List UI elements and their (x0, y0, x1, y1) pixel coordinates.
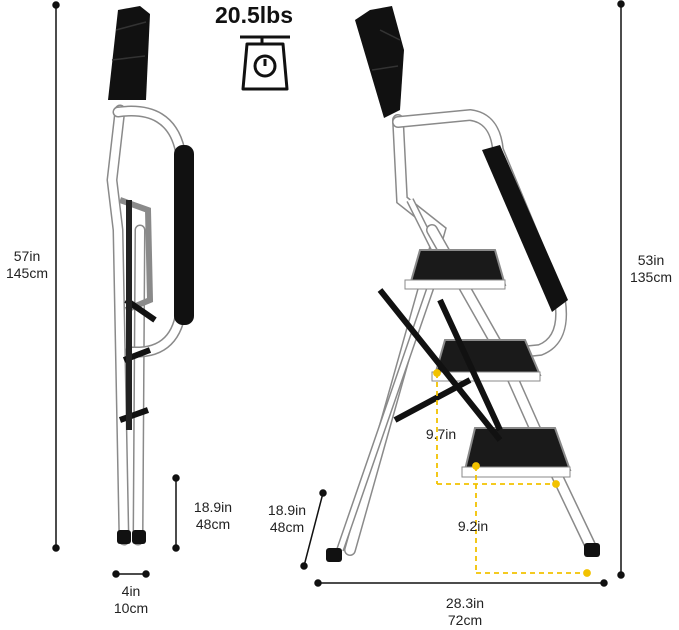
open-step-bottom (463, 427, 572, 471)
open-tool-bag (355, 6, 404, 118)
weight-label: 20.5lbs (215, 2, 293, 28)
folded-depth-cm: 10cm (113, 600, 149, 616)
step-dimension-lines (433, 369, 591, 577)
open-step-middle (433, 339, 542, 376)
folded-depth-label: 4in 10cm (106, 583, 156, 617)
open-height-label: 53in 135cm (624, 252, 678, 286)
open-grip (482, 145, 568, 312)
folded-foot (117, 530, 131, 544)
open-step-rise-label: 9.7in (425, 426, 457, 442)
folded-first-step-in: 18.9in (193, 499, 233, 515)
open-first-step-cm: 48cm (269, 519, 305, 535)
open-first-step-in: 18.9in (267, 502, 307, 518)
open-first-step-label: 18.9in 48cm (262, 502, 312, 536)
folded-first-step-label: 18.9in 48cm (186, 499, 240, 533)
folded-ladder (106, 6, 194, 546)
folded-height-cm: 145cm (5, 265, 49, 281)
open-ladder (326, 6, 600, 562)
open-step-depth-label: 9.2in (457, 518, 489, 534)
open-height-cm: 135cm (629, 269, 673, 285)
open-base-width-label: 28.3in 72cm (435, 595, 495, 629)
dimension-lines (52, 0, 625, 587)
open-base-width-in: 28.3in (445, 595, 485, 611)
folded-height-in: 57in (13, 248, 41, 264)
open-foot (326, 548, 342, 562)
folded-first-step-cm: 48cm (195, 516, 231, 532)
scale-icon (240, 35, 290, 91)
folded-grip (174, 145, 194, 325)
folded-tool-bag (108, 6, 150, 100)
open-base-width-cm: 72cm (447, 612, 483, 628)
open-height-in: 53in (637, 252, 665, 268)
folded-depth-in: 4in (121, 583, 141, 599)
folded-height-label: 57in 145cm (0, 248, 54, 282)
open-first-step-line (303, 492, 324, 567)
